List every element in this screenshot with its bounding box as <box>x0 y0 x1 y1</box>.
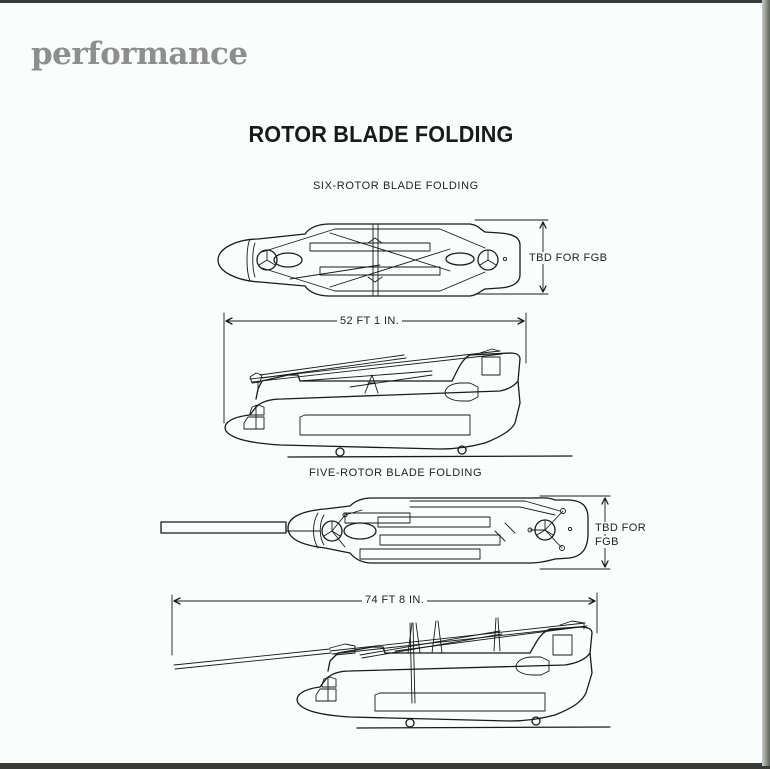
five-rotor-width-label-line2: FGB <box>592 536 622 548</box>
six-rotor-width-label: TBD FOR FGB <box>526 252 611 264</box>
six-rotor-caption: SIX-ROTOR BLADE FOLDING <box>313 180 479 192</box>
six-rotor-side-view-diagram <box>223 312 573 458</box>
page-title: ROTOR BLADE FOLDING <box>248 121 514 147</box>
six-rotor-top-view-fuselage <box>217 223 521 297</box>
five-rotor-side-fuselage <box>173 617 611 729</box>
five-rotor-width-label-line1: TBD FOR <box>592 522 650 534</box>
five-rotor-top-view-fuselage <box>160 497 589 564</box>
five-rotor-top-view-diagram <box>160 495 611 570</box>
section-label: performance <box>31 36 248 72</box>
page-spine-edge <box>762 0 770 766</box>
document-page: performance ROTOR BLADE FOLDING SIX-ROTO… <box>0 3 762 763</box>
five-rotor-side-view-diagram <box>171 592 611 729</box>
six-rotor-side-fuselage <box>224 348 573 458</box>
five-rotor-caption: FIVE-ROTOR BLADE FOLDING <box>309 467 483 479</box>
six-rotor-length-label: 52 FT 1 IN. <box>337 315 403 327</box>
five-rotor-length-label: 74 FT 8 IN. <box>362 594 428 606</box>
six-rotor-top-view-diagram <box>217 219 549 297</box>
